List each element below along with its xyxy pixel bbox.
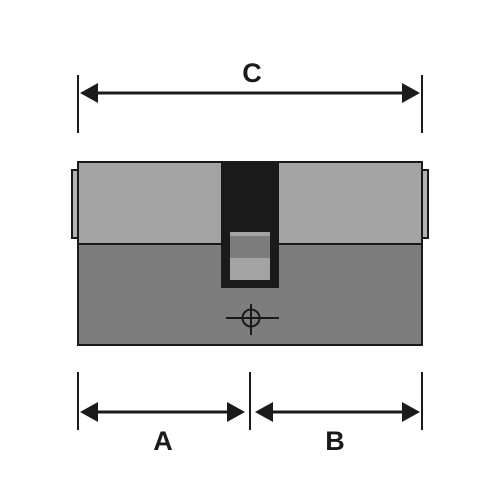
arrowhead-b-right [402, 402, 420, 422]
dimension-a-b: A B [77, 372, 423, 456]
dimension-c: C [77, 58, 423, 133]
label-c: C [242, 58, 262, 88]
crosshair-circle-icon [226, 304, 279, 335]
cylinder-body [71, 161, 429, 346]
screw-hole-circle [241, 308, 261, 328]
arrowhead-b-left [255, 402, 273, 422]
cam [230, 236, 270, 258]
arrowhead-a-right [227, 402, 245, 422]
label-b: B [325, 426, 345, 456]
label-a: A [153, 426, 173, 456]
arrowhead-c-right [402, 83, 420, 103]
arrowhead-a-left [80, 402, 98, 422]
arrowhead-c-left [80, 83, 98, 103]
